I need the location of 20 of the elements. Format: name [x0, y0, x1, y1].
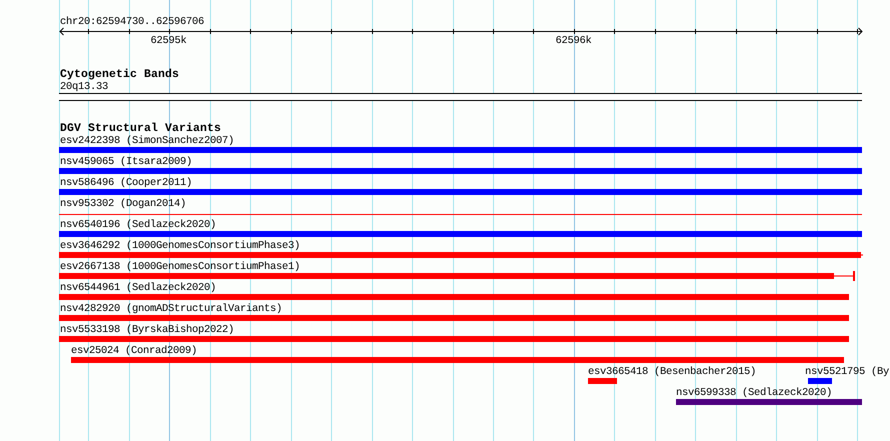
feature-label: nsv459065 (Itsara2009) — [60, 156, 192, 168]
feature-label: esv2667138 (1000GenomesConsortiumPhase1) — [60, 261, 300, 273]
feature-label: nsv5533198 (ByrskaBishop2022) — [60, 324, 234, 336]
feature-label: nsv586496 (Cooper2011) — [60, 177, 192, 189]
coordinate-range-label: chr20:62594730..62596706 — [60, 16, 204, 28]
feature-label: nsv6540196 (Sedlazeck2020) — [60, 219, 216, 231]
track-title: DGV Structural Variants — [60, 122, 222, 135]
feature-label: nsv4282920 (gnomADStructuralVariants) — [60, 303, 282, 315]
ruler-tick-label: 62595k — [150, 35, 186, 47]
feature-label: nsv5521795 (By — [805, 366, 890, 378]
feature-label: nsv6599338 (Sedlazeck2020) — [676, 387, 832, 399]
track-title: Cytogenetic Bands — [60, 68, 180, 81]
feature-label: esv3665418 (Besenbacher2015) — [588, 366, 756, 378]
feature-label: nsv953302 (Dogan2014) — [60, 198, 186, 210]
feature-label: esv3646292 (1000GenomesConsortiumPhase3) — [60, 240, 300, 252]
feature-label: nsv6544961 (Sedlazeck2020) — [60, 282, 216, 294]
feature-label: esv2422398 (SimonSanchez2007) — [60, 135, 234, 147]
feature-label: esv25024 (Conrad2009) — [71, 345, 198, 357]
band-label: 20q13.33 — [60, 80, 108, 92]
ruler-tick-label: 62596k — [556, 35, 592, 47]
